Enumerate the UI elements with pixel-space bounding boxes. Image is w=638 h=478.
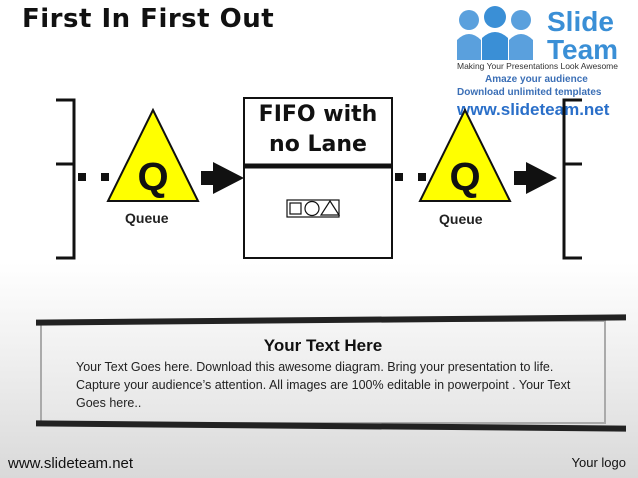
queue-symbol-left: Q [137,155,168,199]
slideteam-logo: Slide Team Making Your Presentations Loo… [455,4,635,124]
fifo-diagram: Q Q [56,97,582,260]
promo-download: Download unlimited templates [457,87,602,98]
text-box: Your Text Here Your Text Goes here. Down… [40,320,606,424]
footer-url: www.slideteam.net [8,455,134,472]
shapes-icon [286,199,341,218]
left-bracket [56,98,76,260]
logo-word-slide: Slide [547,6,614,37]
promo-url: www.slideteam.net [457,100,610,119]
text-box-body: Your Text Goes here. Download this aweso… [76,360,571,410]
queue-symbol-right: Q [449,155,480,199]
right-bracket [562,98,582,260]
connector-dot [418,173,426,181]
footer-logo-text: Your logo [571,455,626,470]
queue-label-right: Queue [439,211,483,227]
queue-label-left: Queue [125,210,169,226]
text-box-heading: Your Text Here [263,336,383,355]
slide-title: First In First Out [22,4,275,34]
connector-dot [395,173,403,181]
queue-triangle-left [106,107,200,202]
fifo-box [243,97,393,259]
fifo-title-line1: FIFO with [258,102,378,127]
people-icon [457,6,533,60]
logo-word-team: Team [547,34,619,65]
connector-dot [101,173,109,181]
fifo-title-line2: no Lane [269,132,367,157]
arrow-left-icon [201,162,244,194]
arrow-right-icon [514,162,557,194]
queue-triangle-right [418,107,512,202]
connector-dot [78,173,86,181]
logo-tagline: Making Your Presentations Look Awesome [457,61,618,71]
fifo-title: FIFO with no Lane [244,100,392,160]
promo-amaze: Amaze your audience [485,74,588,85]
